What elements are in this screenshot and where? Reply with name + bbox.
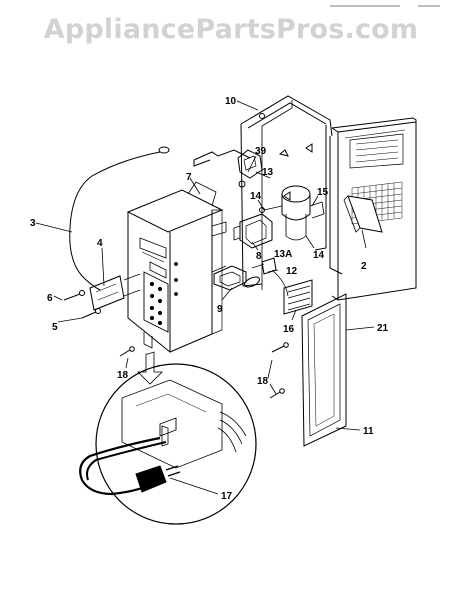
callout-14-lower: 14 xyxy=(313,250,325,261)
callout-15: 15 xyxy=(317,187,329,198)
leader-lines xyxy=(35,100,375,495)
callout-5: 5 xyxy=(52,322,58,333)
callout-12: 12 xyxy=(286,266,298,277)
callout-8: 8 xyxy=(256,251,262,262)
callout-9: 9 xyxy=(217,304,223,315)
part-3-cable xyxy=(69,146,170,291)
part-5-screw xyxy=(81,308,101,319)
callout-2: 2 xyxy=(361,261,367,272)
callout-13a: 13A xyxy=(274,249,292,260)
callout-7: 7 xyxy=(186,172,192,183)
part-6-screw xyxy=(63,290,85,301)
callout-18-right: 18 xyxy=(257,376,269,387)
part-9-connector xyxy=(213,265,260,291)
part-10-cabinet-panel xyxy=(240,95,343,290)
part-18-screws xyxy=(119,342,289,399)
part-2-door-panel xyxy=(331,117,417,301)
part-17-detail xyxy=(79,351,257,525)
part-15-motor xyxy=(259,185,325,241)
part-4-bracket xyxy=(89,273,141,311)
part-39-bracket xyxy=(193,149,263,188)
part-21-cover-panel xyxy=(301,293,347,447)
part-8-assembly xyxy=(233,213,273,249)
callout-39: 39 xyxy=(255,146,267,157)
callout-14-upper: 14 xyxy=(250,191,262,202)
callout-13: 13 xyxy=(262,167,274,178)
part-16-terminal-block xyxy=(283,279,313,315)
callout-16: 16 xyxy=(283,324,295,335)
callout-10: 10 xyxy=(225,96,237,107)
callout-17: 17 xyxy=(221,491,233,502)
callout-3: 3 xyxy=(30,218,36,229)
part-7-control-box xyxy=(126,181,227,354)
watermark-text: AppliancePartsPros.com xyxy=(43,14,419,45)
callout-18-left: 18 xyxy=(117,370,129,381)
callout-6: 6 xyxy=(47,293,53,304)
callout-21: 21 xyxy=(377,323,389,334)
callout-4: 4 xyxy=(97,238,103,249)
callout-11: 11 xyxy=(363,426,374,437)
